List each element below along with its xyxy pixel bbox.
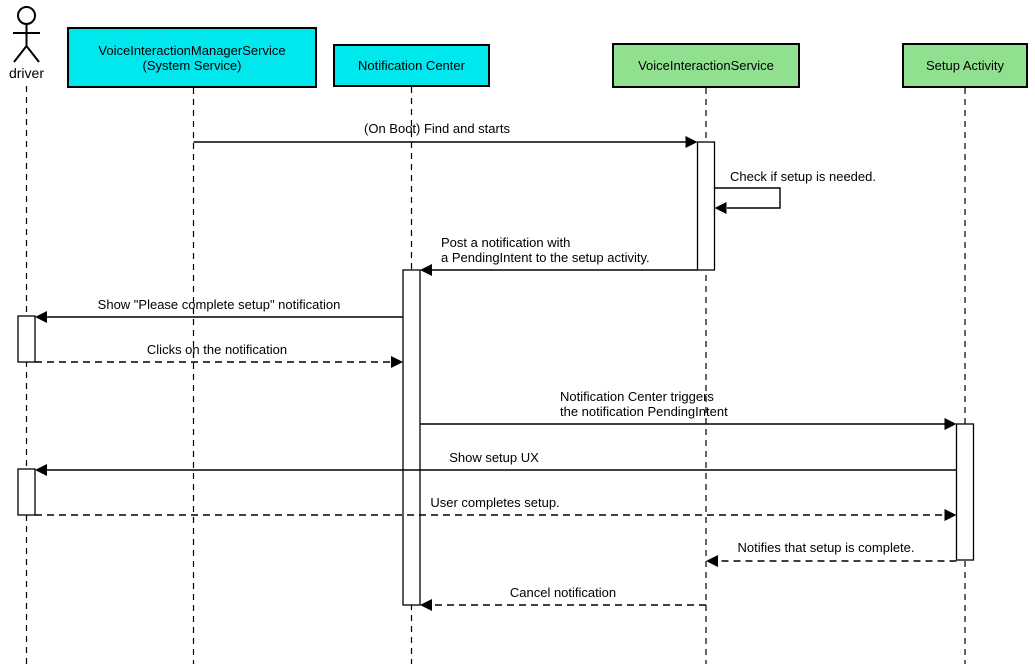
- message-label-cancel-notification: Cancel notification: [509, 585, 617, 600]
- message-label-show-setup-ux: Show setup UX: [449, 450, 539, 465]
- message-label-notifies-setup-complete: Notifies that setup is complete.: [737, 540, 915, 555]
- arrowhead-left: [35, 464, 47, 476]
- actor-figure-driver: [13, 6, 40, 63]
- arrowhead-left: [420, 599, 432, 611]
- actor-left-leg: [13, 45, 28, 63]
- arrowhead-right: [944, 418, 957, 430]
- activation-setup-activity: [955, 423, 975, 561]
- actor-head: [17, 6, 36, 25]
- arrowhead-left: [420, 264, 432, 276]
- actor-right-leg: [25, 45, 40, 63]
- participant-box-notification-center: Notification Center: [333, 44, 490, 87]
- message-label-show-please-complete-setup-notification: Show "Please complete setup" notificatio…: [97, 297, 341, 312]
- message-label-user-completes-setup: User completes setup.: [430, 495, 560, 510]
- arrowhead-right: [391, 356, 403, 368]
- message-label-check-if-setup-is-needed: Check if setup is needed.: [730, 169, 876, 184]
- message-arrow-check-if-setup-is-needed: [714, 187, 781, 209]
- arrowhead-right: [944, 509, 957, 521]
- arrowhead-left: [714, 202, 727, 214]
- participant-box-voice-interaction-manager-service: VoiceInteractionManagerService (System S…: [67, 27, 317, 88]
- message-label-notification-center-triggers-pendingintent: Notification Center triggers the notific…: [560, 389, 728, 419]
- activation-notification-center: [402, 269, 421, 606]
- message-label-on-boot-find-and-starts: (On Boot) Find and starts: [364, 121, 510, 136]
- message-label-post-a-notification: Post a notification with a PendingIntent…: [441, 235, 650, 265]
- activation-driver-2: [17, 468, 36, 516]
- participant-box-voice-interaction-service: VoiceInteractionService: [612, 43, 800, 88]
- activation-driver-1: [17, 315, 36, 363]
- message-label-clicks-on-the-notification: Clicks on the notification: [146, 342, 288, 357]
- participant-box-setup-activity: Setup Activity: [902, 43, 1028, 88]
- arrowhead-left: [35, 311, 47, 323]
- participant-label-driver: driver: [8, 65, 44, 81]
- activation-voice-interaction-service: [696, 141, 716, 271]
- arrowhead-right: [685, 136, 698, 148]
- arrowhead-left: [706, 555, 718, 567]
